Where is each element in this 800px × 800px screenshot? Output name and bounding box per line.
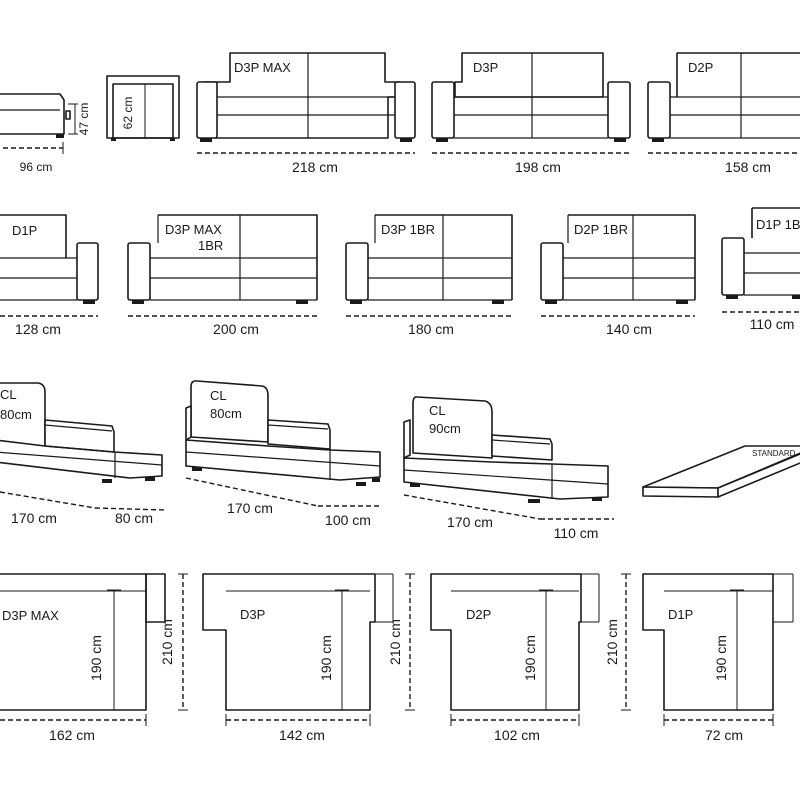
- cl80-width: 100 cm: [325, 512, 371, 528]
- bed-d1p-sleep-width: 72 cm: [705, 727, 743, 743]
- d3p-max-1br-width: 200 cm: [213, 321, 259, 337]
- bed-d3p-label: D3P: [240, 607, 265, 622]
- d3p-label: D3P: [473, 60, 498, 75]
- d1p-label: D1P: [12, 223, 37, 238]
- bed-d1p-label: D1P: [668, 607, 693, 622]
- arm-height-label: 62 cm: [121, 97, 135, 130]
- bed-d1p-sleep-length: 190 cm: [713, 635, 729, 681]
- d1p-width: 128 cm: [15, 321, 61, 337]
- sofa-d3p-max-1br: D3P MAX 1BR 200 cm: [127, 214, 318, 337]
- mattress-standard-label: STANDARD: [752, 449, 796, 458]
- sofa-d1p-1br: D1P 1BR 110 cm: [721, 207, 800, 332]
- sofa-d1p: D1P 128 cm: [0, 214, 99, 337]
- cl80-partial-length: 170 cm: [11, 510, 57, 526]
- bed-d2p-total-length: 210 cm: [604, 619, 620, 665]
- d3p-max-width: 218 cm: [292, 159, 338, 175]
- sofa-d3p-max: D3P MAX 218 cm: [196, 52, 416, 175]
- d3p-max-1br-label-line1: D3P MAX: [165, 222, 222, 237]
- bed-d3p: D3P 190 cm 210 cm 142 cm: [202, 573, 415, 743]
- bed-d2p-sleep-width: 102 cm: [494, 727, 540, 743]
- d3p-max-1br-label-line2: 1BR: [198, 238, 223, 253]
- bed-d3p-sleep-length: 190 cm: [318, 635, 334, 681]
- cl80-partial-label-line2: 80cm: [0, 407, 32, 422]
- cl90-length: 170 cm: [447, 514, 493, 530]
- bed-d3p-max: D3P MAX 190 cm 210 cm 162 cm: [0, 573, 188, 743]
- cl80-label-line1: CL: [210, 388, 227, 403]
- d3p-width: 198 cm: [515, 159, 561, 175]
- chaise-cl80: CL 80cm 170 cm 100 cm: [185, 380, 381, 528]
- cl90-label-line1: CL: [429, 403, 446, 418]
- side-height-label: 47 cm: [77, 103, 91, 136]
- bed-d2p-sleep-length: 190 cm: [522, 635, 538, 681]
- sofa-d2p-1br: D2P 1BR 140 cm: [540, 214, 696, 337]
- bed-d3p-max-sleep-length: 190 cm: [88, 635, 104, 681]
- sofa-d3p-1br: D3P 1BR 180 cm: [345, 214, 513, 337]
- bed-d1p: D1P 190 cm 72 cm: [642, 573, 794, 743]
- cl80-partial-width: 80 cm: [115, 510, 153, 526]
- d2p-1br-width: 140 cm: [606, 321, 652, 337]
- sofa-d2p: D2P 158 cm: [647, 52, 800, 175]
- sofa-side-view: 47 cm 96 cm: [0, 93, 91, 174]
- d2p-label: D2P: [688, 60, 713, 75]
- d1p-1br-label: D1P 1BR: [756, 217, 800, 232]
- cl80-length: 170 cm: [227, 500, 273, 516]
- d1p-1br-width: 110 cm: [750, 316, 795, 332]
- bed-d3p-max-sleep-width: 162 cm: [49, 727, 95, 743]
- bed-d3p-max-total-length: 210 cm: [159, 619, 175, 665]
- bed-d2p-label: D2P: [466, 607, 491, 622]
- d3p-1br-width: 180 cm: [408, 321, 454, 337]
- cl80-partial-label-line1: CL: [0, 387, 17, 402]
- bed-d3p-sleep-width: 142 cm: [279, 727, 325, 743]
- cl80-label-line2: 80cm: [210, 406, 242, 421]
- d3p-max-label: D3P MAX: [234, 60, 291, 75]
- d2p-width: 158 cm: [725, 159, 771, 175]
- bed-d3p-max-label: D3P MAX: [2, 608, 59, 623]
- cl90-label-line2: 90cm: [429, 421, 461, 436]
- armrest-section: 62 cm: [106, 75, 180, 141]
- d3p-1br-label: D3P 1BR: [381, 222, 435, 237]
- sofa-d3p: D3P 198 cm: [431, 52, 631, 175]
- chaise-cl80-partial: CL 80cm 170 cm 80 cm: [0, 382, 166, 526]
- mattress: STANDARD: [642, 445, 800, 498]
- bed-d3p-total-length: 210 cm: [387, 619, 403, 665]
- cl90-width: 110 cm: [554, 525, 599, 541]
- chaise-cl90: CL 90cm 170 cm 110 cm: [403, 396, 614, 541]
- side-width-label: 96 cm: [20, 160, 53, 174]
- d2p-1br-label: D2P 1BR: [574, 222, 628, 237]
- bed-d2p: D2P 190 cm 210 cm 102 cm: [430, 573, 631, 743]
